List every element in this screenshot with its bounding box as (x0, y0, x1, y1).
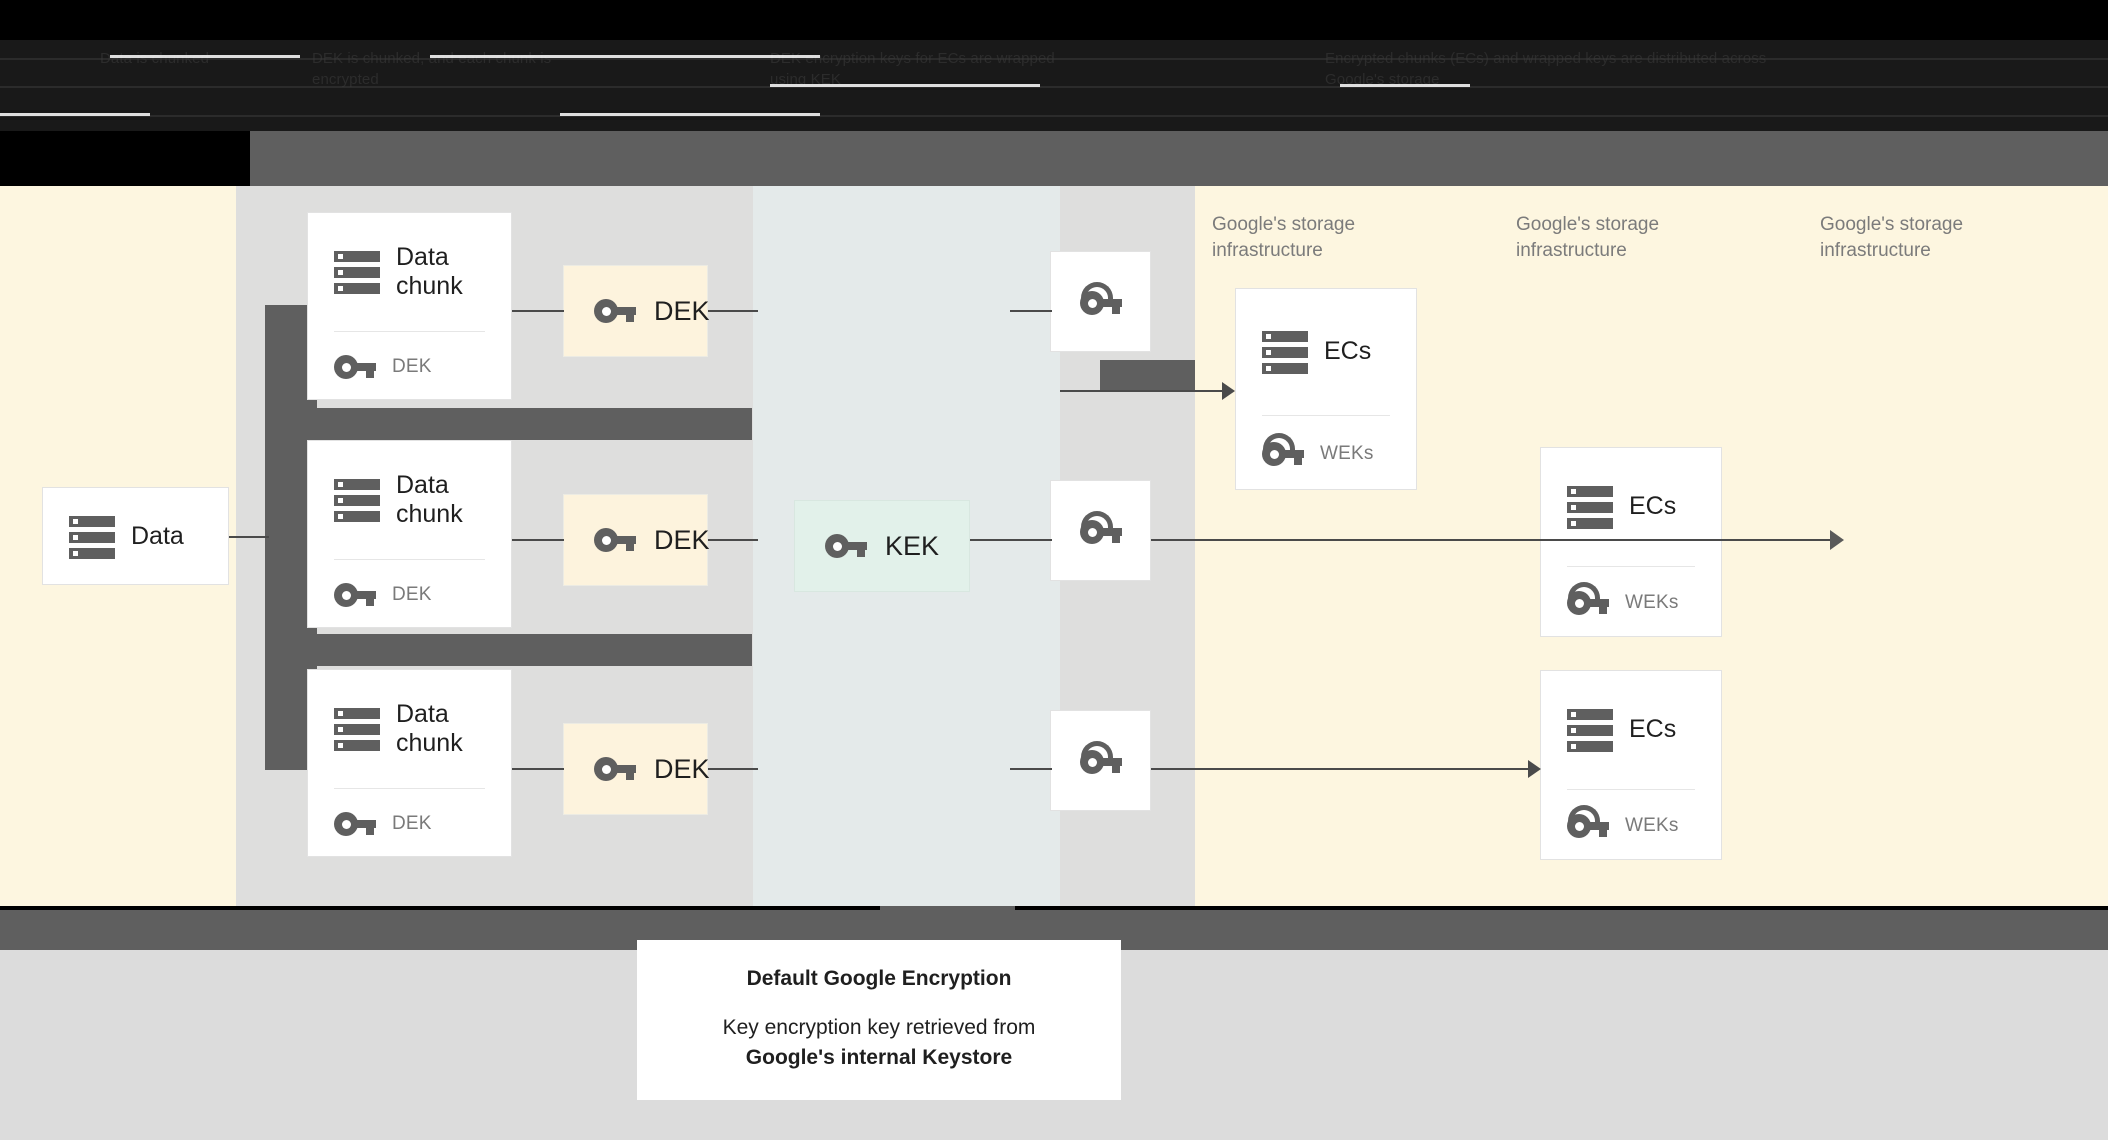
box-kek-label: KEK (885, 530, 940, 561)
box-dek-2[interactable]: DEK (563, 494, 710, 586)
wrapped-key-icon (1079, 740, 1122, 777)
server-icon (334, 249, 380, 295)
caption-line-1: Key encryption key retrieved from (722, 1015, 1036, 1039)
card-divider (334, 331, 485, 332)
header-wipe (430, 55, 820, 58)
connector-wek3-in (1010, 768, 1052, 770)
tile-wek-3[interactable] (1050, 710, 1151, 811)
wrapped-key-icon (1567, 804, 1609, 841)
card-data-chunk-3[interactable]: Data chunk DEK (307, 669, 512, 857)
card-ecs-key-label: WEKs (1625, 591, 1679, 613)
card-chunk-title: Data chunk (396, 242, 463, 301)
arrow-head-ecs-3 (1528, 760, 1541, 778)
card-ecs-title: ECs (1629, 492, 1677, 521)
card-chunk-key-label: DEK (392, 812, 432, 834)
card-ecs-key-label: WEKs (1625, 814, 1679, 836)
card-ecs-3[interactable]: ECs WEKs (1540, 670, 1722, 860)
card-chunk-title: Data chunk (396, 470, 463, 529)
wrapped-key-icon (1079, 281, 1122, 318)
caption-line-2: Google's internal Keystore (745, 1046, 1013, 1069)
header-wipe (560, 113, 820, 116)
header-noise-line (0, 115, 2108, 117)
card-divider (1567, 789, 1695, 790)
header-wipe (1340, 84, 1470, 87)
header-wipe (770, 84, 1040, 87)
tile-wek-2[interactable] (1050, 480, 1151, 581)
box-dek-label: DEK (654, 524, 710, 555)
card-divider (334, 788, 485, 789)
card-ecs-key-label: WEKs (1320, 442, 1374, 464)
connector-chunk1-dek (512, 310, 564, 312)
caption-card: Default Google Encryption Key encryption… (637, 940, 1121, 1100)
server-icon (1262, 329, 1308, 375)
key-icon (594, 754, 636, 784)
header-foot-bar (250, 131, 2108, 186)
card-chunk-title: Data chunk (396, 699, 463, 758)
card-data[interactable]: Data (42, 487, 229, 585)
server-icon (334, 477, 380, 523)
bracket-arm-top (265, 408, 752, 440)
connector-dek1-out (708, 310, 758, 312)
connector-kek-wek2 (970, 539, 1052, 541)
overlay-bar-top (1100, 360, 1195, 392)
box-dek-1[interactable]: DEK (563, 265, 710, 357)
key-icon (334, 580, 376, 610)
server-icon (69, 514, 115, 560)
card-chunk-key-label: DEK (392, 355, 432, 377)
connector-wek1-in (1010, 310, 1052, 312)
connector-chunk2-dek (512, 539, 564, 541)
arrow-line-ecs-2 (1151, 539, 1833, 541)
key-icon (594, 525, 636, 555)
card-ecs-title: ECs (1629, 715, 1677, 744)
label-storage-1: Google's storage infrastructure (1212, 214, 1356, 262)
connector-dek3-out (708, 768, 758, 770)
header-text-strip: Data is chunked DEK is chunked, and each… (0, 40, 2108, 131)
server-icon (334, 706, 380, 752)
bracket-arm-bottom (265, 634, 752, 666)
arrow-head-ecs-1 (1222, 382, 1235, 400)
wrapped-key-icon (1079, 510, 1122, 547)
card-data-chunk-2[interactable]: Data chunk DEK (307, 440, 512, 628)
server-icon (1567, 707, 1613, 753)
card-chunk-key-label: DEK (392, 583, 432, 605)
caption-body: Key encryption key retrieved from Google… (723, 1013, 1036, 1074)
card-ecs-title: ECs (1324, 337, 1372, 366)
key-icon (594, 296, 636, 326)
box-dek-label: DEK (654, 295, 710, 326)
card-divider (1262, 415, 1390, 416)
header-noise-line (0, 86, 2108, 88)
box-kek[interactable]: KEK (794, 500, 970, 592)
card-data-chunk-1[interactable]: Data chunk DEK (307, 212, 512, 400)
tile-wek-1[interactable] (1050, 251, 1151, 352)
caption-title: Default Google Encryption (746, 966, 1012, 990)
wrapped-key-icon (1262, 432, 1304, 469)
box-dek-3[interactable]: DEK (563, 723, 710, 815)
arrow-line-ecs-3 (1151, 768, 1531, 770)
key-icon (334, 352, 376, 382)
card-ecs-2[interactable]: ECs WEKs (1540, 447, 1722, 637)
connector-dek2-out (708, 539, 758, 541)
server-icon (1567, 484, 1613, 530)
wrapped-key-icon (1567, 581, 1609, 618)
header-wipe (0, 113, 150, 116)
header-noise-line (0, 58, 2108, 60)
card-divider (1567, 566, 1695, 567)
label-storage-3: Google's storage infrastructure (1820, 214, 1964, 262)
card-divider (334, 559, 485, 560)
connector-chunk3-dek (512, 768, 564, 770)
arrow-head-ecs-2 (1830, 530, 1844, 550)
arrow-line-ecs-1 (1060, 390, 1225, 392)
key-icon (825, 531, 867, 561)
box-dek-label: DEK (654, 753, 710, 784)
key-icon (334, 809, 376, 839)
card-data-title: Data (131, 522, 184, 551)
card-ecs-1[interactable]: ECs WEKs (1235, 288, 1417, 490)
label-storage-2: Google's storage infrastructure (1516, 214, 1660, 262)
connector-data-bracket (229, 536, 269, 538)
header-wipe (110, 55, 300, 58)
header-foot-left (0, 131, 250, 186)
